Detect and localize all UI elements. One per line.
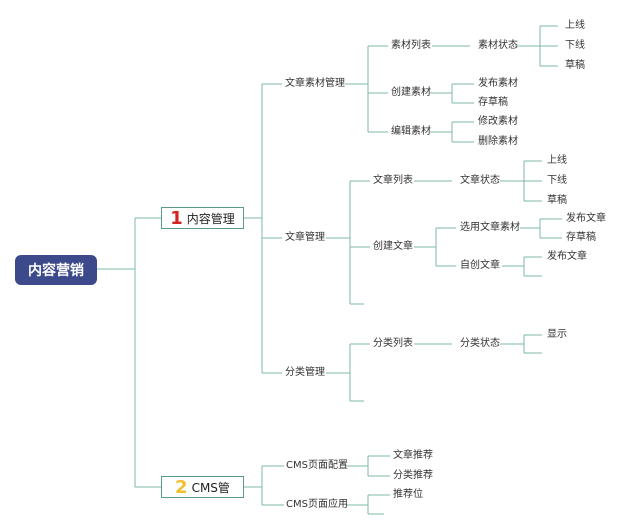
node-material-management: 文章素材管理: [285, 78, 345, 89]
branch-content-management: 1 内容管理: [161, 207, 244, 229]
node-category-list: 分类列表: [373, 338, 413, 349]
branch-label: CMS管: [191, 480, 230, 495]
leaf-node: 草稿: [565, 60, 585, 71]
node-category-status: 分类状态: [460, 338, 500, 349]
node-original-article: 自创文章: [460, 260, 500, 271]
leaf-node: 发布素材: [478, 78, 518, 89]
node-article-management: 文章管理: [285, 232, 325, 243]
leaf-node: 发布文章: [566, 213, 606, 224]
node-cms-page-config: CMS页面配置: [286, 460, 348, 471]
leaf-node: 文章推荐: [393, 450, 433, 461]
branch-cms: 2 CMS管: [161, 476, 244, 498]
leaf-node: 存草稿: [478, 97, 508, 108]
leaf-node: 下线: [547, 175, 567, 186]
node-material-list: 素材列表: [391, 40, 431, 51]
root-node: 内容营销: [15, 255, 97, 285]
node-use-material: 选用文章素材: [460, 222, 520, 233]
node-cms-page-app: CMS页面应用: [286, 499, 348, 510]
number-badge-2: 2: [175, 476, 188, 498]
leaf-node: 分类推荐: [393, 470, 433, 481]
leaf-node: 下线: [565, 40, 585, 51]
leaf-node: 显示: [547, 329, 567, 340]
leaf-node: 发布文章: [547, 251, 587, 262]
branch-label: 内容管理: [186, 211, 235, 226]
leaf-node: 推荐位: [393, 489, 423, 500]
leaf-node: 上线: [565, 20, 585, 31]
node-material-status: 素材状态: [478, 40, 518, 51]
leaf-node: 草稿: [547, 195, 567, 206]
leaf-node: 存草稿: [566, 232, 596, 243]
leaf-node: 删除素材: [478, 136, 518, 147]
number-badge-1: 1: [170, 207, 183, 229]
node-article-status: 文章状态: [460, 175, 500, 186]
node-create-material: 创建素材: [391, 87, 431, 98]
leaf-node: 上线: [547, 155, 567, 166]
node-category-management: 分类管理: [285, 367, 325, 378]
leaf-node: 修改素材: [478, 116, 518, 127]
node-article-list: 文章列表: [373, 175, 413, 186]
node-create-article: 创建文章: [373, 241, 413, 252]
node-edit-material: 编辑素材: [391, 126, 431, 137]
